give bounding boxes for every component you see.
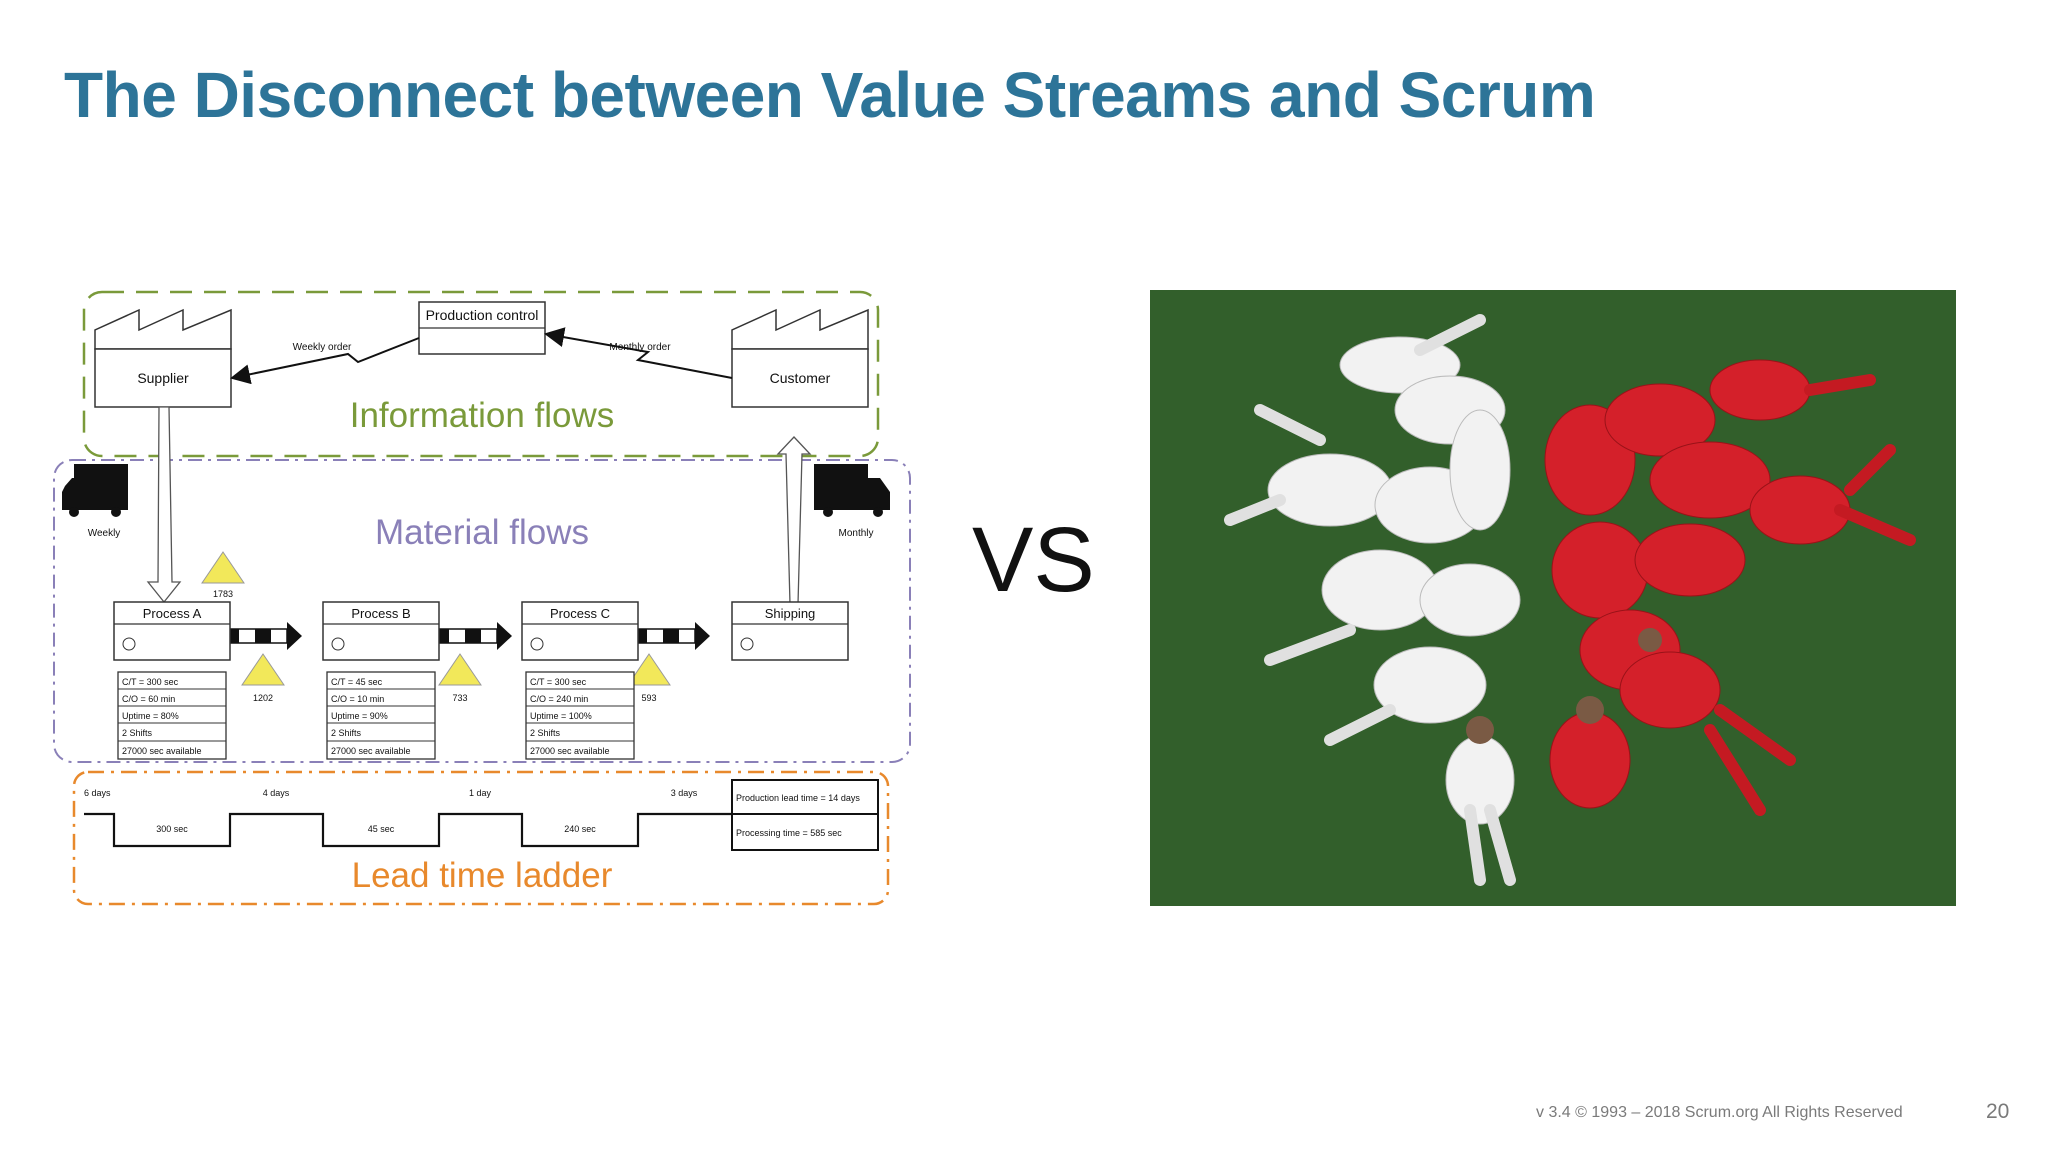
svg-text:Process A: Process A <box>143 606 202 621</box>
operator-icon <box>530 637 544 651</box>
svg-text:733: 733 <box>452 693 467 703</box>
footer-copyright: v 3.4 © 1993 – 2018 Scrum.org All Rights… <box>1536 1104 1903 1121</box>
svg-text:2 Shifts: 2 Shifts <box>331 728 362 738</box>
ladder-process-label: 300 sec <box>156 824 188 834</box>
supplier-factory-icon: Supplier <box>94 308 232 408</box>
lead-time-ladder-label: Lead time ladder <box>352 856 613 895</box>
inventory-triangle: 733 <box>438 653 482 703</box>
operator-icon <box>331 637 345 651</box>
information-flows-region <box>82 290 880 458</box>
inventory-triangle: 1202 <box>241 653 285 703</box>
material-flows-label: Material flows <box>375 513 589 552</box>
shipping-box: Shipping <box>731 601 849 661</box>
svg-text:C/O = 240 min: C/O = 240 min <box>530 694 588 704</box>
svg-text:27000 sec available: 27000 sec available <box>122 746 202 756</box>
process-data-box-a: C/T = 300 sec C/O = 60 min Uptime = 80% … <box>117 671 227 760</box>
svg-text:Uptime = 90%: Uptime = 90% <box>331 711 388 721</box>
truck-right-icon <box>814 464 890 517</box>
ladder-wait-label: 4 days <box>263 788 290 798</box>
supplier-label: Supplier <box>137 370 189 386</box>
information-flows-label: Information flows <box>350 396 615 435</box>
rugby-scrum-photo <box>1150 290 1956 906</box>
push-arrow <box>432 622 512 650</box>
customer-label: Customer <box>770 370 831 386</box>
supply-shipment-arrow <box>146 406 182 604</box>
inventory-triangle: 593 <box>627 653 671 703</box>
process-data-box-b: C/T = 45 sec C/O = 10 min Uptime = 90% 2… <box>326 671 436 760</box>
svg-text:27000 sec available: 27000 sec available <box>530 746 610 756</box>
vs-label: VS <box>972 509 1095 611</box>
slide-title: The Disconnect between Value Streams and… <box>64 59 1596 131</box>
svg-text:Shipping: Shipping <box>765 606 816 621</box>
truck-left-icon <box>62 464 128 517</box>
value-stream-map: Production control Supplier Customer Wee… <box>53 290 911 906</box>
svg-text:C/T = 45 sec: C/T = 45 sec <box>331 677 383 687</box>
operator-icon <box>740 637 754 651</box>
inventory-triangle: 1783 <box>201 551 245 599</box>
truck-left-label: Weekly <box>88 528 121 539</box>
svg-text:C/T = 300 sec: C/T = 300 sec <box>530 677 587 687</box>
process-data-box-c: C/T = 300 sec C/O = 240 min Uptime = 100… <box>525 671 635 760</box>
svg-text:C/O = 10 min: C/O = 10 min <box>331 694 384 704</box>
process-box-a: Process A <box>113 601 231 661</box>
production-control-label: Production control <box>426 307 539 323</box>
svg-text:Process C: Process C <box>550 606 610 621</box>
monthly-order-label: Monthly order <box>609 342 671 353</box>
svg-text:2 Shifts: 2 Shifts <box>122 728 153 738</box>
svg-text:27000 sec available: 27000 sec available <box>331 746 411 756</box>
push-arrow <box>630 622 710 650</box>
svg-text:1783: 1783 <box>213 589 233 599</box>
svg-text:Uptime = 100%: Uptime = 100% <box>530 711 592 721</box>
svg-text:Processing time = 585 sec: Processing time = 585 sec <box>736 828 842 838</box>
ladder-wait-label: 3 days <box>671 788 698 798</box>
svg-text:Process B: Process B <box>351 606 410 621</box>
customer-shipment-arrow <box>776 436 812 605</box>
operator-icon <box>122 637 136 651</box>
svg-text:Production lead time = 14 days: Production lead time = 14 days <box>736 793 860 803</box>
ladder-wait-label: 1 day <box>469 788 492 798</box>
page-number: 20 <box>1986 1100 2010 1123</box>
customer-factory-icon: Customer <box>731 308 869 408</box>
process-box-c: Process C <box>521 601 639 661</box>
push-arrow <box>222 622 302 650</box>
material-flows-region <box>53 459 911 763</box>
process-box-b: Process B <box>322 601 440 661</box>
weekly-order-arrow <box>230 337 420 385</box>
svg-text:2 Shifts: 2 Shifts <box>530 728 561 738</box>
ladder-process-label: 240 sec <box>564 824 596 834</box>
svg-text:C/T = 300 sec: C/T = 300 sec <box>122 677 179 687</box>
truck-right-label: Monthly <box>838 528 873 539</box>
svg-text:1202: 1202 <box>253 693 273 703</box>
monthly-order-arrow <box>544 327 733 379</box>
ladder-process-label: 45 sec <box>368 824 395 834</box>
svg-text:593: 593 <box>641 693 656 703</box>
lead-time-ladder-line <box>84 812 732 848</box>
ladder-wait-label: 6 days <box>84 788 111 798</box>
production-control-box: Production control <box>418 301 546 355</box>
svg-text:C/O = 60 min: C/O = 60 min <box>122 694 175 704</box>
ladder-summary-box: Production lead time = 14 days Processin… <box>731 779 879 851</box>
weekly-order-label: Weekly order <box>293 342 352 353</box>
lead-time-ladder-region <box>72 770 890 906</box>
svg-text:Uptime = 80%: Uptime = 80% <box>122 711 179 721</box>
